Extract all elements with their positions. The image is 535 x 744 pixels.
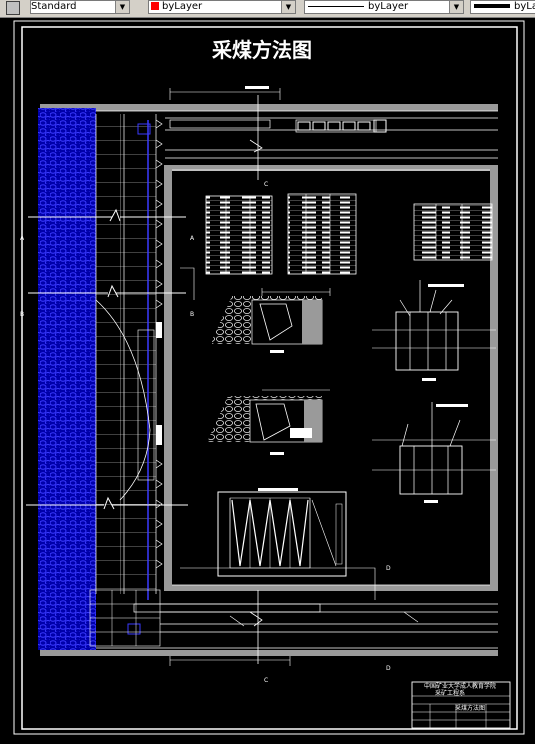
section-label: A <box>20 235 25 242</box>
bottom-roadway <box>89 589 498 666</box>
roadway-band <box>40 104 498 656</box>
lineweight-sample <box>474 4 510 8</box>
chevron-down-icon[interactable]: ▼ <box>281 1 295 13</box>
section-label: A <box>190 235 195 242</box>
technical-tables <box>205 193 493 275</box>
lineweight-dropdown[interactable]: byLay <box>470 0 535 14</box>
sheet-border <box>13 20 525 735</box>
section-label: B <box>190 311 194 318</box>
color-dropdown[interactable]: byLayer ▼ <box>148 0 296 14</box>
title-block-dept: 采矿工程系 <box>435 689 465 697</box>
coal-seam <box>38 108 96 650</box>
linetype-value: byLayer <box>368 1 409 12</box>
linetype-sample <box>308 5 364 7</box>
title-block <box>411 681 511 729</box>
properties-toolbar: Standard ▼ byLayer ▼ byLayer ▼ byLay <box>0 0 535 18</box>
drawing-title: 采煤方法图 <box>212 38 312 62</box>
drawing-canvas[interactable]: 采煤方法图 <box>0 17 535 740</box>
text-style-icon[interactable] <box>6 1 20 15</box>
face-supports <box>95 114 163 635</box>
face-cross-sections <box>208 288 331 455</box>
chevron-down-icon[interactable]: ▼ <box>449 1 463 13</box>
top-roadway <box>165 86 498 180</box>
section-label: B <box>20 311 24 318</box>
color-swatch <box>151 2 159 10</box>
section-label: C <box>264 677 268 684</box>
linetype-dropdown[interactable]: byLayer ▼ <box>304 0 464 14</box>
section-label: C <box>264 181 268 188</box>
roadway-cross-sections <box>372 280 496 503</box>
title-block-drawing-name: 采煤方法图 <box>455 704 485 712</box>
lineweight-value: byLay <box>514 1 535 12</box>
color-value: byLayer <box>162 1 203 12</box>
section-label: D <box>386 565 391 572</box>
cycle-chart <box>217 488 347 577</box>
chevron-down-icon[interactable]: ▼ <box>115 1 129 13</box>
text-style-dropdown[interactable]: Standard ▼ <box>30 0 130 14</box>
section-label: D <box>386 665 391 672</box>
title-block-org: 中国矿业大学成人教育学院 <box>424 682 496 690</box>
text-style-value: Standard <box>31 1 77 12</box>
